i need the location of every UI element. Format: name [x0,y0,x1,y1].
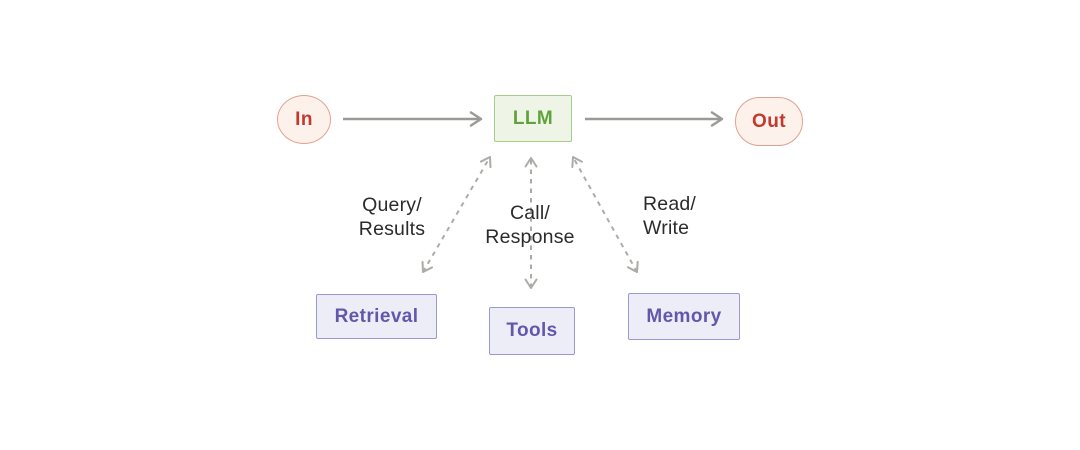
edge-label-read-write: Read/ Write [643,192,696,240]
node-memory: Memory [628,293,740,340]
edge-label-query-results: Query/ Results [330,193,454,241]
node-retrieval: Retrieval [316,294,437,339]
edge-label-line: Results [358,218,426,240]
arrow-llm-memory [571,156,639,273]
edge-label-line: Call/ [509,202,550,224]
edge-label-line: Write [643,217,690,239]
node-out: Out [735,97,803,146]
node-in: In [277,95,331,144]
node-llm: LLM [494,95,572,142]
edge-label-call-response: Call/ Response [468,201,592,249]
edge-label-line: Query/ [362,194,422,216]
node-tools: Tools [489,307,575,355]
arrow-llm-retrieval [421,156,492,273]
edge-label-line: Read/ [643,193,697,215]
edge-label-line: Response [485,226,575,248]
